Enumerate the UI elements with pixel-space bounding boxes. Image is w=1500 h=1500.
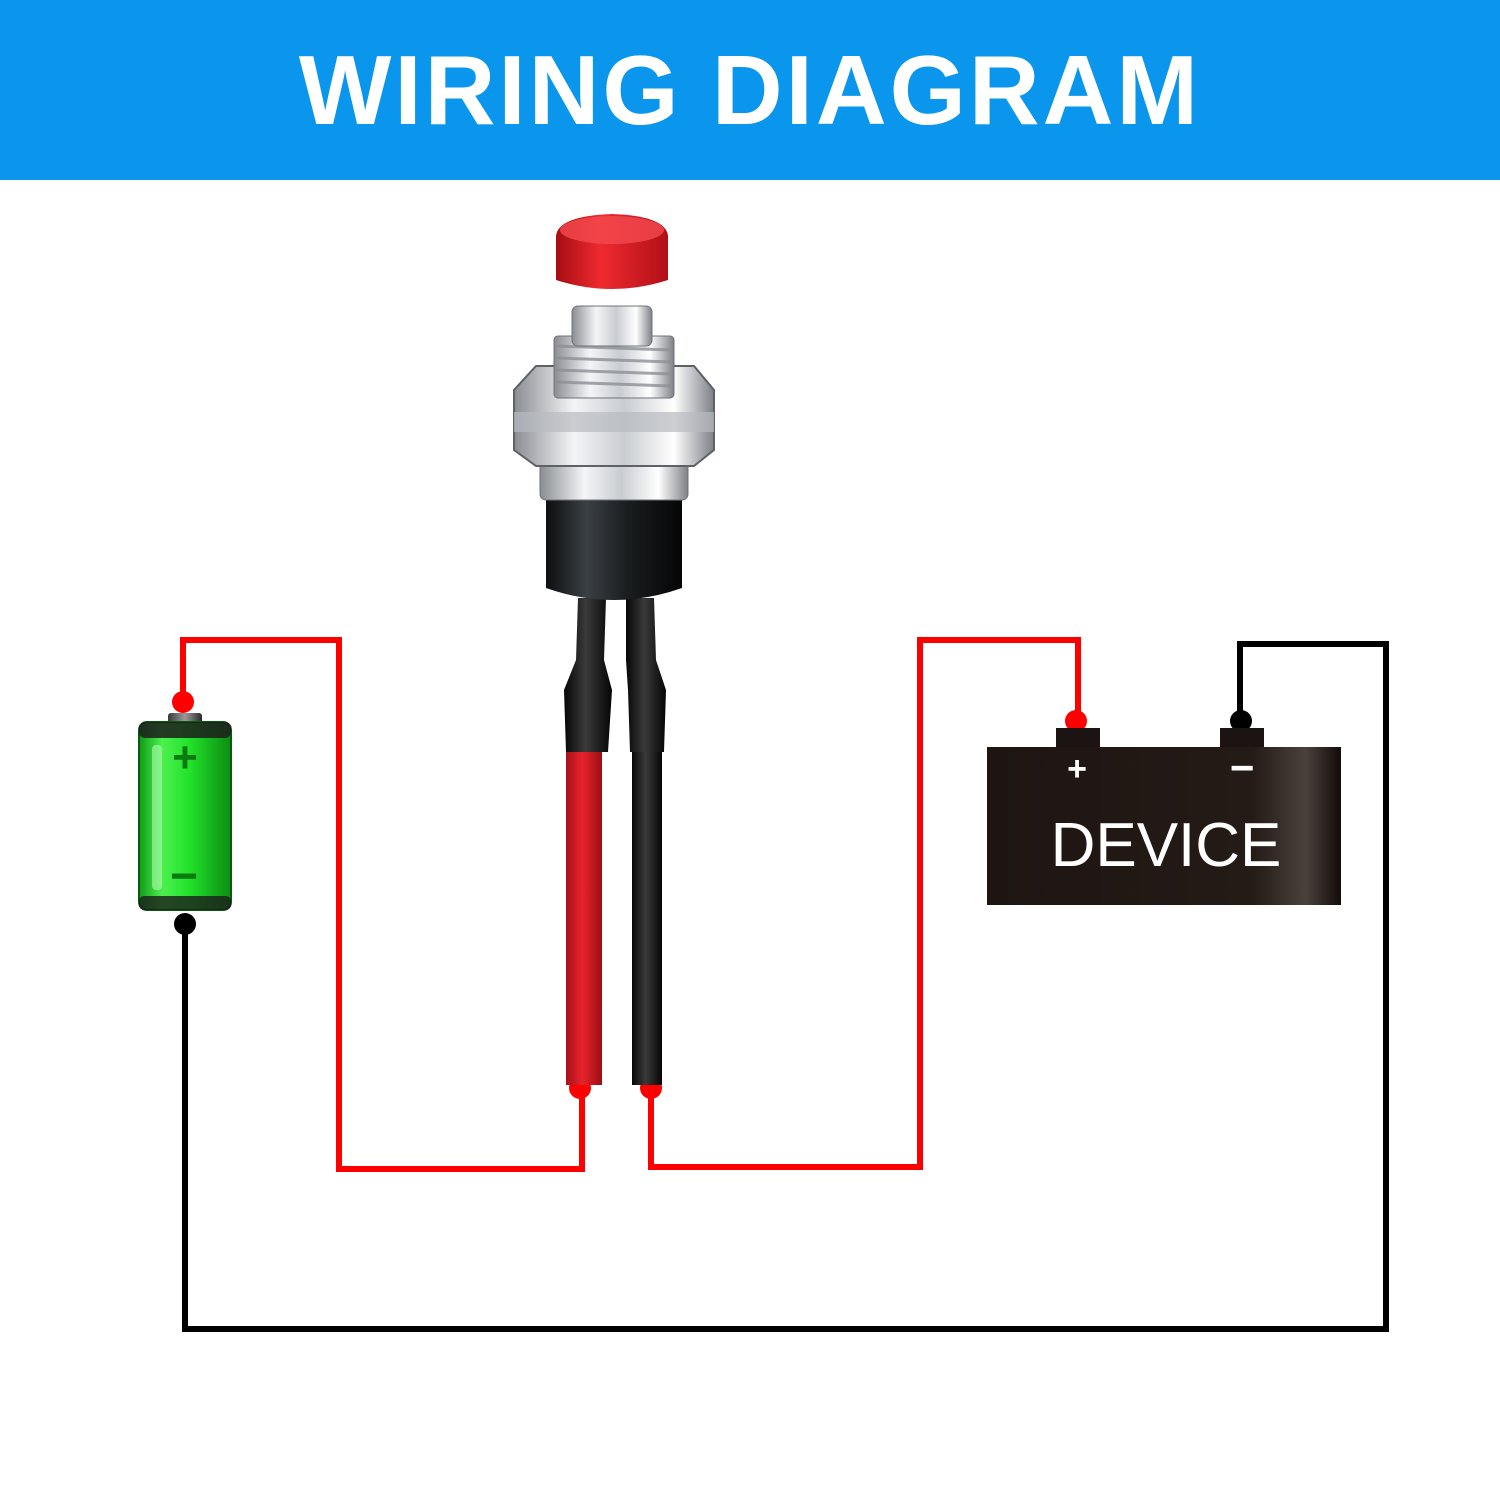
wire-switch-to-device-positive [648, 637, 1081, 1170]
battery-minus-label: − [170, 850, 198, 903]
device-label: DEVICE [1051, 811, 1282, 880]
battery-plus-label: + [172, 733, 198, 782]
device-body [987, 747, 1341, 905]
device-positive-terminal [1056, 728, 1100, 750]
switch-black-lead [632, 745, 662, 1085]
device-negative-terminal [1220, 728, 1264, 750]
battery-positive-dot [172, 691, 194, 713]
wire-battery-negative-to-device-negative [182, 641, 1389, 1332]
page-title: WIRING DIAGRAM [298, 35, 1202, 145]
device-positive-dot [1065, 710, 1087, 732]
switch-red-lead [566, 745, 602, 1085]
device-negative-dot [1230, 710, 1252, 732]
battery-negative-dot [174, 913, 196, 935]
header-banner: WIRING DIAGRAM [0, 0, 1500, 180]
device-plus-label: + [1067, 750, 1087, 788]
wire-battery-positive-to-switch [180, 637, 585, 1172]
device-minus-label: − [1230, 744, 1255, 791]
battery-icon: + − [138, 713, 232, 911]
wires [180, 637, 1389, 1332]
device-box-icon: + − DEVICE [987, 728, 1341, 905]
push-button-switch-icon [513, 214, 715, 1085]
